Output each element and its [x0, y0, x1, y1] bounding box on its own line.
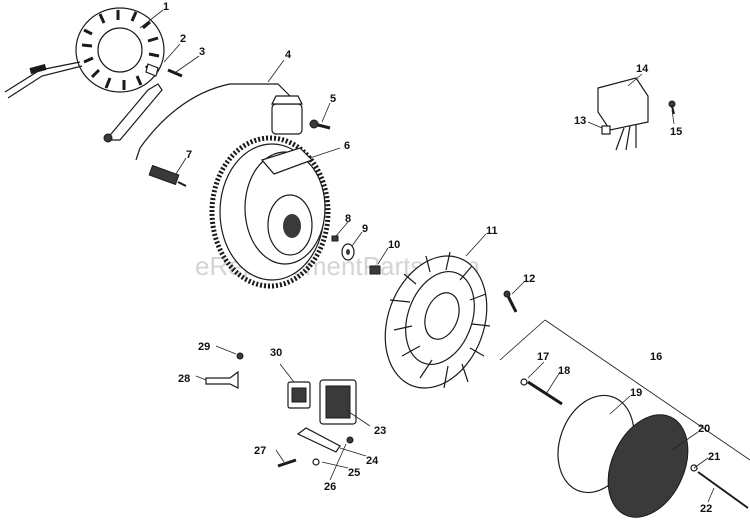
part-flywheel	[209, 135, 331, 289]
callout-20: 20	[698, 423, 710, 435]
part-nut-29	[236, 352, 244, 360]
part-stator	[4, 7, 165, 99]
callout-14: 14	[636, 63, 649, 75]
part-blower-fan	[384, 251, 491, 389]
callout-17: 17	[537, 351, 549, 363]
callout-8: 8	[345, 213, 351, 225]
part-nut-26	[346, 436, 354, 444]
callout-21: 21	[708, 451, 720, 463]
callout-27: 27	[254, 445, 266, 457]
part-module-30	[287, 381, 311, 409]
callout-29: 29	[198, 341, 210, 353]
part-spark-plug	[148, 164, 187, 187]
callout-9: 9	[362, 223, 368, 235]
callout-26: 26	[324, 481, 336, 493]
callout-18: 18	[558, 365, 570, 377]
part-ignition-module	[135, 83, 303, 161]
part-screw-27	[277, 458, 297, 468]
part-cover-assembly	[499, 319, 750, 518]
part-bracket-24	[296, 427, 341, 453]
part-clip-28	[205, 370, 239, 389]
callout-13: 13	[574, 115, 586, 127]
callout-11: 11	[486, 225, 498, 237]
callout-22: 22	[700, 503, 712, 515]
callout-16: 16	[650, 351, 662, 363]
part-key-washer-nut	[331, 235, 381, 275]
callout-28: 28	[178, 373, 190, 385]
callout-1: 1	[163, 1, 169, 13]
callout-15: 15	[670, 126, 682, 138]
part-washer-25	[312, 458, 320, 466]
callout-24: 24	[366, 455, 379, 467]
part-rectifier-regulator	[597, 77, 676, 151]
callout-6: 6	[344, 140, 350, 152]
callout-5: 5	[330, 93, 336, 105]
callout-7: 7	[186, 149, 192, 161]
part-screw-12	[503, 290, 518, 313]
leader-lines	[139, 9, 715, 503]
callout-23: 23	[374, 425, 386, 437]
part-screw-5	[309, 119, 331, 130]
callouts: 1 2 3 4 5 6 7 8 9 10 11 12 13 14 15 16 1…	[163, 1, 720, 515]
callout-25: 25	[348, 467, 360, 479]
callout-30: 30	[270, 347, 282, 359]
callout-4: 4	[285, 49, 292, 61]
part-ground-bracket	[103, 63, 183, 143]
callout-12: 12	[523, 273, 535, 285]
callout-3: 3	[199, 46, 205, 58]
callout-10: 10	[388, 239, 400, 251]
callout-2: 2	[180, 33, 186, 45]
part-module-23	[319, 379, 357, 425]
callout-19: 19	[630, 387, 642, 399]
